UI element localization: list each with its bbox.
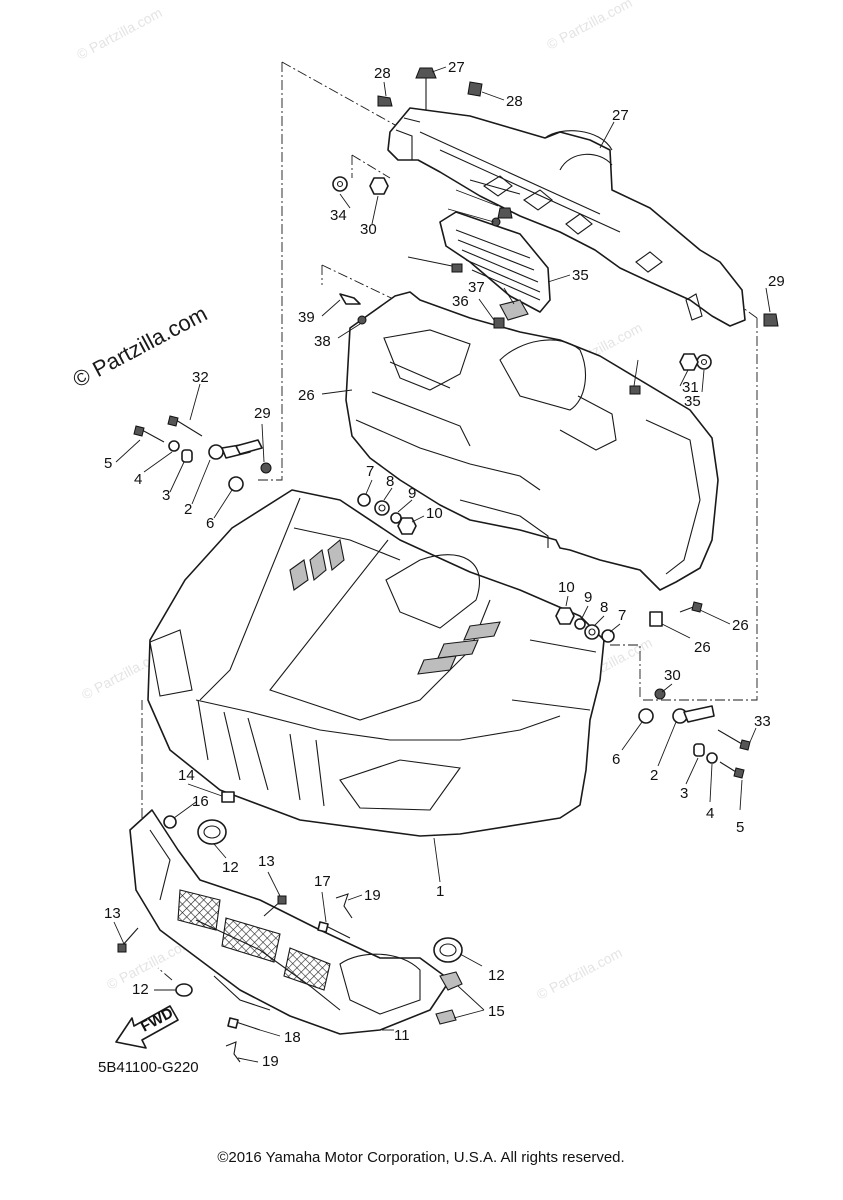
callout-11: 11 [394,1027,410,1044]
watermark: © Partzilla.com [74,4,165,62]
callout-8: 8 [600,599,608,616]
callout-19: 17 [314,873,331,890]
callout-22: 26 [694,639,711,656]
callout-26: 28 [506,93,523,110]
diagram-code: 5B41100-G220 [98,1059,199,1076]
callout-29: 33 [754,713,771,730]
leader-lines [113,66,771,1063]
callout-29: 32 [192,369,209,386]
callout-24: 27 [612,107,629,124]
callout-4: 4 [706,805,714,822]
callout-3: 3 [162,487,170,504]
callout-9: 9 [584,589,592,606]
copyright-notice: ©2016 Yamaha Motor Corporation, U.S.A. A… [217,1149,624,1166]
callout-2: 2 [650,767,658,784]
callout-9: 9 [408,485,416,502]
callout-7: 7 [618,607,626,624]
callout-2: 2 [184,501,192,518]
vent-grille [439,211,551,321]
watermark: © Partzilla.com [544,0,635,53]
callout-26: 29 [768,273,785,290]
callout-19: 18 [284,1029,301,1046]
hardware [117,67,779,1063]
callout-5: 5 [104,455,112,472]
callout-10: 10 [558,579,575,596]
forward-arrow: FWD [115,1004,179,1049]
lower-dash-panel [345,291,719,591]
callout-27: 30 [664,667,681,684]
callouts: 27 28 28 29 27 34 30 35 37 36 39 38 26 3… [104,59,785,1070]
lower-grille [129,809,463,1035]
upper-dash-panel [387,107,746,327]
callout-30: 34 [330,207,347,224]
callout-20: 19 [364,887,381,904]
callout-18: 16 [192,793,209,810]
callout-10: 10 [426,505,443,522]
callout-23: 26 [732,617,749,634]
callout-6: 6 [206,515,214,532]
callout-12: 12 [488,967,505,984]
callout-33: 37 [468,279,485,296]
callout-3: 3 [680,785,688,802]
callout-34: 38 [314,333,331,350]
callout-13: 12 [132,981,149,998]
callout-1: 1 [436,883,444,900]
callout-20: 19 [262,1053,279,1070]
callout-7: 7 [366,463,374,480]
callout-21: 26 [298,387,315,404]
callout-26: 28 [374,65,391,82]
callout-28: 30 [360,221,377,238]
partzilla-watermark: © Partzilla.com [69,301,212,393]
callout-8: 8 [386,473,394,490]
callout-27: 29 [254,405,271,422]
callout-28: 31 [682,379,699,396]
callout-25: 27 [448,59,465,76]
callout-15: 13 [258,853,275,870]
callout-12: 12 [222,859,239,876]
callout-16: 14 [178,767,195,784]
callout-17: 15 [488,1003,505,1020]
callout-32: 36 [452,293,469,310]
callout-31: 35 [572,267,589,284]
callout-30: 35 [684,393,701,410]
watermark: © Partzilla.com [534,944,625,1002]
callout-35: 39 [298,309,315,326]
callout-6: 6 [612,751,620,768]
callout-5: 5 [736,819,744,836]
front-hood [147,489,605,837]
callout-14: 13 [104,905,121,922]
callout-4: 4 [134,471,142,488]
